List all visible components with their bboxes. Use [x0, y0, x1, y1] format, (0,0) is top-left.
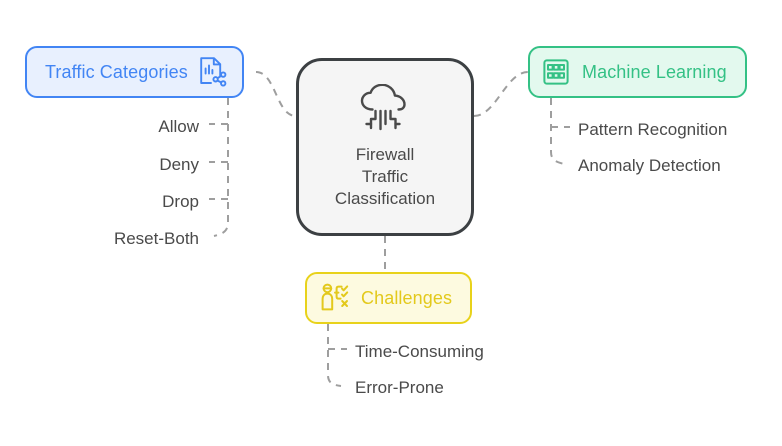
edge-central-ml — [473, 71, 529, 117]
leaf-ml-anomaly-detection[interactable]: Anomaly Detection — [578, 156, 721, 175]
file-chart-share-icon — [200, 57, 227, 87]
edge-ml-trunk — [550, 98, 565, 165]
edge-traffic-trunk — [213, 98, 229, 237]
leaf-challenges-time-consuming[interactable]: Time-Consuming — [355, 342, 484, 361]
leaf-challenges-error-prone[interactable]: Error-Prone — [355, 378, 444, 397]
cloud-circuit-icon — [360, 84, 406, 131]
branch-label-traffic-categories: Traffic Categories — [45, 61, 188, 82]
central-title-line-2: Traffic — [361, 167, 409, 187]
leaf-ml-pattern-recognition[interactable]: Pattern Recognition — [578, 120, 728, 139]
person-checklist-icon — [321, 283, 349, 311]
central-node[interactable]: Firewall Traffic Classification — [296, 58, 474, 236]
branch-label-challenges: Challenges — [361, 287, 453, 308]
central-node-title: Firewall Traffic Classification — [335, 144, 435, 209]
central-title-line-1: Firewall — [355, 145, 415, 165]
central-title-line-3: Classification — [334, 188, 436, 208]
branch-label-machine-learning: Machine Learning — [582, 61, 727, 82]
grid-table-icon — [543, 59, 569, 85]
branch-node-traffic-categories[interactable]: Traffic Categories — [25, 46, 244, 98]
leaf-traffic-deny[interactable]: Deny — [159, 155, 199, 174]
branch-node-challenges[interactable]: Challenges — [305, 272, 473, 324]
leaf-traffic-reset-both[interactable]: Reset-Both — [113, 229, 199, 248]
edge-challenges-trunk — [327, 324, 342, 387]
edge-central-traffic — [255, 71, 297, 117]
leaf-traffic-allow[interactable]: Allow — [158, 117, 199, 136]
leaf-traffic-drop[interactable]: Drop — [162, 192, 199, 211]
branch-node-machine-learning[interactable]: Machine Learning — [528, 46, 747, 98]
